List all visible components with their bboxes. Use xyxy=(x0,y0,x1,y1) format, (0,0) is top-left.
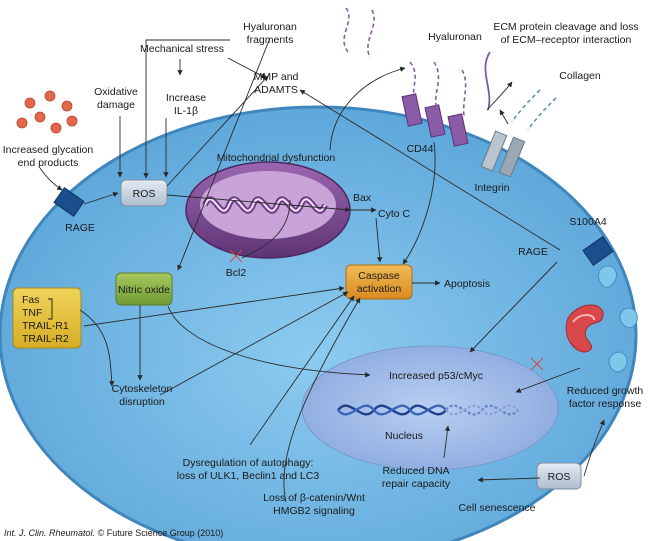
label-ros-bottom: ROS xyxy=(548,471,571,483)
receptor-bracket xyxy=(48,298,53,320)
label-mitochondrial-dysfunction: Mitochondrial dysfunction xyxy=(217,152,336,164)
cd44-receptor-icon xyxy=(401,93,469,147)
rage-left-icon xyxy=(53,187,85,217)
label-cytoskeleton-2: disruption xyxy=(119,396,165,408)
label-increase-il1b-2: IL-1β xyxy=(174,105,198,117)
integrin-icon xyxy=(480,130,526,178)
label-cd44: CD44 xyxy=(407,143,434,155)
collagen-strand-icon xyxy=(511,89,557,131)
label-mmp-adamts-2: ADAMTS xyxy=(254,84,298,96)
label-rage-right: RAGE xyxy=(518,246,548,258)
label-increase-il1b-1: Increase xyxy=(166,92,206,104)
pathway-arrows xyxy=(39,37,605,503)
label-increased-glycation-1: Increased glycation xyxy=(3,144,94,156)
label-oxidative-damage-2: damage xyxy=(97,99,135,111)
label-reduced-dna-2: repair capacity xyxy=(382,478,451,490)
label-s100a4: S100A4 xyxy=(569,216,607,228)
label-cell-senescence: Cell senescence xyxy=(458,502,535,514)
label-dysregulation-1: Dysregulation of autophagy: xyxy=(183,457,314,469)
dna-helix-icon xyxy=(337,404,519,416)
label-receptor-trail-r2: TRAIL-R2 xyxy=(22,333,69,345)
label-collagen: Collagen xyxy=(559,70,601,82)
growth-factor-drops-icon xyxy=(598,265,638,373)
glycation-products-icon xyxy=(16,90,78,134)
label-nucleus: Nucleus xyxy=(385,430,423,442)
label-caspase-2: activation xyxy=(357,283,402,295)
figure-credit: Int. J. Clin. Rheumatol. © Future Scienc… xyxy=(4,528,223,538)
label-ros-top: ROS xyxy=(133,188,156,200)
label-ecm-cleavage-2: of ECM–receptor interaction xyxy=(501,34,632,46)
caspase-box xyxy=(345,264,413,300)
label-rage-left: RAGE xyxy=(65,222,95,234)
label-reduced-growth-2: factor response xyxy=(569,398,642,410)
label-ecm-cleavage-1: ECM protein cleavage and loss xyxy=(493,21,638,33)
label-receptor-trail-r1: TRAIL-R1 xyxy=(22,320,69,332)
label-beta-catenin-1: Loss of β-catenin/Wnt xyxy=(263,492,365,504)
rage-right-icon xyxy=(582,236,614,266)
ecm-protein-strand xyxy=(484,51,491,111)
label-caspase-1: Caspase xyxy=(358,270,400,282)
label-dysregulation-2: loss of ULK1, Beclin1 and LC3 xyxy=(177,470,320,482)
label-hyaluronan-fragments-2: fragments xyxy=(247,34,294,46)
label-hyaluronan-fragments-1: Hyaluronan xyxy=(243,21,297,33)
label-bax: Bax xyxy=(353,192,372,204)
label-receptor-tnf: TNF xyxy=(22,307,42,319)
label-beta-catenin-2: HMGB2 signaling xyxy=(273,505,355,517)
credit-journal: Int. J. Clin. Rheumatol. xyxy=(4,528,95,538)
label-cytoskeleton-1: Cytoskeleton xyxy=(112,383,173,395)
ros-bottom-box xyxy=(536,462,582,490)
label-mmp-adamts-1: MMP and xyxy=(254,71,299,83)
label-increased-p53: Increased p53/cMyc xyxy=(389,370,483,382)
inhibition-marks xyxy=(229,249,544,371)
nitric-oxide-box xyxy=(115,272,173,306)
label-integrin: Integrin xyxy=(474,182,509,194)
hyaluronan-strand-icon xyxy=(343,7,467,117)
label-cyto-c: Cyto C xyxy=(378,208,411,220)
label-bcl2: Bcl2 xyxy=(226,267,247,279)
receptors-box xyxy=(12,287,82,349)
label-apoptosis: Apoptosis xyxy=(444,278,490,290)
mitochondrion-icon xyxy=(185,161,351,259)
credit-publisher: © Future Science Group (2010) xyxy=(98,528,224,538)
ros-box xyxy=(120,179,168,207)
label-reduced-growth-1: Reduced growth xyxy=(567,385,644,397)
label-receptor-fas: Fas xyxy=(22,294,40,306)
s100a4-icon xyxy=(565,304,604,353)
label-oxidative-damage-1: Oxidative xyxy=(94,86,138,98)
label-reduced-dna-1: Reduced DNA xyxy=(382,465,449,477)
label-nitric-oxide: Nitric oxide xyxy=(118,284,170,296)
label-increased-glycation-2: end products xyxy=(18,157,79,169)
label-mechanical-stress: Mechanical stress xyxy=(140,43,224,55)
label-hyaluronan: Hyaluronan xyxy=(428,31,482,43)
